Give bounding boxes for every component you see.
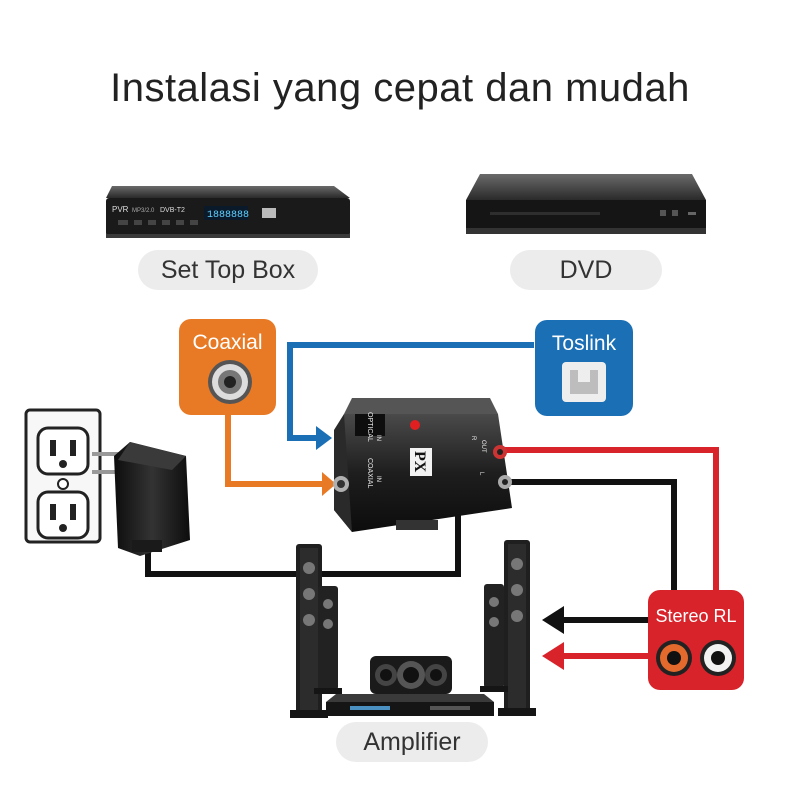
amplifier-label: Amplifier — [336, 722, 488, 762]
toslink-tag: Toslink — [535, 320, 633, 360]
coaxial-cable — [225, 412, 322, 487]
port-coaxial-in-label: IN — [375, 476, 381, 482]
toslink-tag-graphic — [535, 320, 633, 416]
page-title: Instalasi yang cepat dan mudah — [110, 66, 690, 110]
toslink-arrow — [316, 426, 332, 450]
audio-out-black-arrow — [542, 606, 564, 634]
port-optical-label: OPTICAL — [366, 412, 373, 442]
stb-dvb-text: DVB-T2 — [160, 207, 185, 214]
coaxial-arrow — [322, 472, 336, 496]
toslink-cable — [287, 342, 534, 441]
converter-box: OPTICAL IN COAXIAL IN R OUT L PX — [333, 398, 512, 532]
set-top-box-device: PVR MP3/2.0 DVB-T2 1888888 — [106, 186, 350, 238]
stereo-rl-tag-graphic — [648, 590, 744, 690]
white-rca-cable — [510, 479, 677, 592]
amplifier-device — [326, 656, 494, 716]
port-r-label: R — [470, 436, 476, 441]
port-coaxial-label: COAXIAL — [366, 458, 373, 488]
wall-outlet — [24, 408, 102, 544]
coaxial-tag-graphic — [179, 319, 276, 415]
stb-mp3-text: MP3/2.0 — [132, 208, 155, 214]
audio-out-red-arrow — [542, 642, 564, 670]
port-optical-in-label: IN — [375, 435, 381, 441]
speaker-right-small — [480, 584, 508, 692]
cables — [145, 342, 719, 670]
speaker-right-tall — [498, 540, 536, 716]
red-rca-cable — [502, 447, 719, 592]
port-out-label: OUT — [480, 440, 486, 453]
stb-brand-text: PVR — [112, 205, 129, 214]
stereo-rl-tag-label: Stereo RL — [655, 606, 737, 626]
port-l-label: L — [478, 472, 484, 476]
speaker-left-small — [314, 586, 342, 694]
toslink-tag-label: Toslink — [551, 332, 617, 355]
coaxial-tag-label: Coaxial — [192, 331, 263, 354]
coaxial-tag: Coaxial — [179, 319, 276, 359]
set-top-box-label: Set Top Box — [138, 250, 318, 290]
converter-brand-logo: PX — [411, 451, 428, 473]
dvd-label: DVD — [510, 250, 662, 290]
stb-display-text: 1888888 — [207, 210, 249, 221]
speaker-left-tall — [290, 544, 328, 718]
stereo-rl-tag: Stereo RL — [648, 592, 744, 632]
dvd-device — [466, 174, 706, 234]
power-adapter — [92, 442, 190, 556]
